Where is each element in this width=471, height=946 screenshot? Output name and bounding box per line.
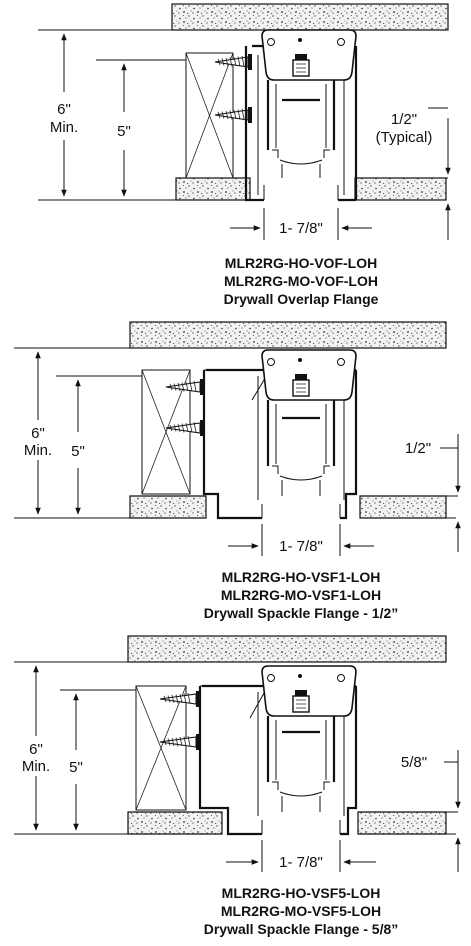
detail-3: 6" Min. 5" 5/8" 1- 7/8" MLR2RG-HO-VSF5-L… (14, 635, 461, 937)
ceiling-slab (129, 321, 447, 349)
dim-side-label: 1/2" (391, 111, 417, 128)
detail-caption: Drywall Spackle Flange - 5/8” (204, 921, 399, 937)
drywall-right (357, 811, 447, 835)
drywall-left (129, 495, 207, 519)
drywall-left (127, 811, 223, 835)
dim-side-label: 5/8" (401, 754, 427, 771)
dim-inner-label: 5" (69, 759, 83, 776)
dim-side-sublabel: (Typical) (376, 129, 433, 146)
dim-side-label: 1/2" (405, 440, 431, 457)
screw-icon (214, 54, 252, 70)
dimension-lines (14, 661, 461, 872)
dim-width-label: 1- 7/8" (279, 220, 323, 237)
model-number-1: MLR2RG-HO-VSF5-LOH (222, 885, 381, 901)
ceiling-slab (171, 3, 449, 31)
dim-inner-label: 5" (71, 443, 85, 460)
track-housing (202, 349, 358, 520)
model-number-2: MLR2RG-MO-VSF5-LOH (221, 903, 381, 919)
dim-overall-sublabel: Min. (24, 442, 52, 459)
screw-icon (214, 107, 252, 123)
dimension-lines (38, 29, 451, 240)
screw-icon (165, 379, 204, 395)
detail-2: 6" Min. 5" 1/2" 1- 7/8" MLR2RG-HO-VSF1-L… (14, 321, 461, 621)
detail-1: 6" Min. 5" 1/2" (Typical) 1- 7/8" MLR2RG… (38, 3, 451, 307)
ceiling-slab (127, 635, 447, 663)
dim-width-label: 1- 7/8" (279, 854, 323, 871)
dim-overall-label: 6" (29, 741, 43, 758)
dim-overall-label: 6" (31, 425, 45, 442)
model-number-1: MLR2RG-HO-VOF-LOH (225, 255, 377, 271)
detail-caption: Drywall Spackle Flange - 1/2” (204, 605, 399, 621)
detail-caption: Drywall Overlap Flange (224, 291, 379, 307)
model-number-2: MLR2RG-MO-VSF1-LOH (221, 587, 381, 603)
screw-icon (159, 691, 200, 707)
model-number-1: MLR2RG-HO-VSF1-LOH (222, 569, 381, 585)
dim-inner-label: 5" (117, 123, 131, 140)
track-housing (198, 665, 358, 836)
drywall-right (354, 177, 447, 201)
dim-overall-sublabel: Min. (50, 119, 78, 136)
dimension-lines (14, 347, 461, 556)
wood-blocking (135, 685, 187, 811)
dim-width-label: 1- 7/8" (279, 538, 323, 555)
drywall-left (175, 177, 251, 201)
dim-overall-sublabel: Min. (22, 758, 50, 775)
model-number-2: MLR2RG-MO-VOF-LOH (224, 273, 378, 289)
screw-icon (165, 420, 204, 436)
track-housing (244, 29, 358, 202)
dim-overall-label: 6" (57, 101, 71, 118)
screw-icon (159, 734, 200, 750)
drywall-right (359, 495, 447, 519)
